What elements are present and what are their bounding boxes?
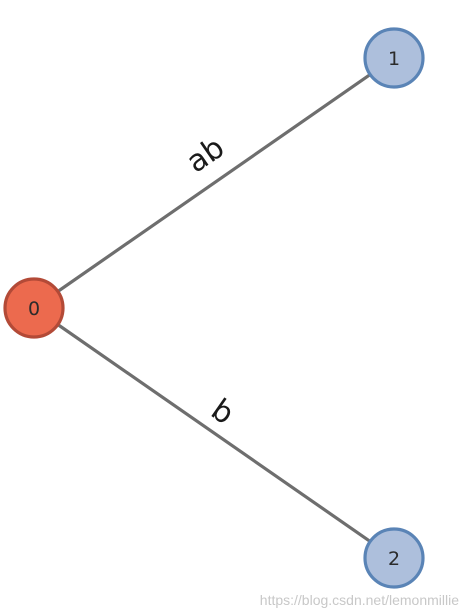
edge-0-1 [32, 56, 396, 310]
edge-label-0-2: b [205, 392, 241, 432]
edge-label-0-1: ab [180, 130, 231, 180]
node-0-label: 0 [28, 298, 40, 320]
node-1-circle [363, 27, 425, 89]
watermark-text: https://blog.csdn.net/lemonmillie [260, 592, 459, 608]
node-0-circle [3, 277, 65, 339]
node-2-circle [363, 527, 425, 589]
node-2-label: 2 [388, 548, 400, 570]
node-1-label: 1 [388, 48, 400, 70]
edge-0-2 [32, 306, 396, 560]
node-2: 2 [363, 527, 425, 589]
node-1: 1 [363, 27, 425, 89]
node-0: 0 [3, 277, 65, 339]
